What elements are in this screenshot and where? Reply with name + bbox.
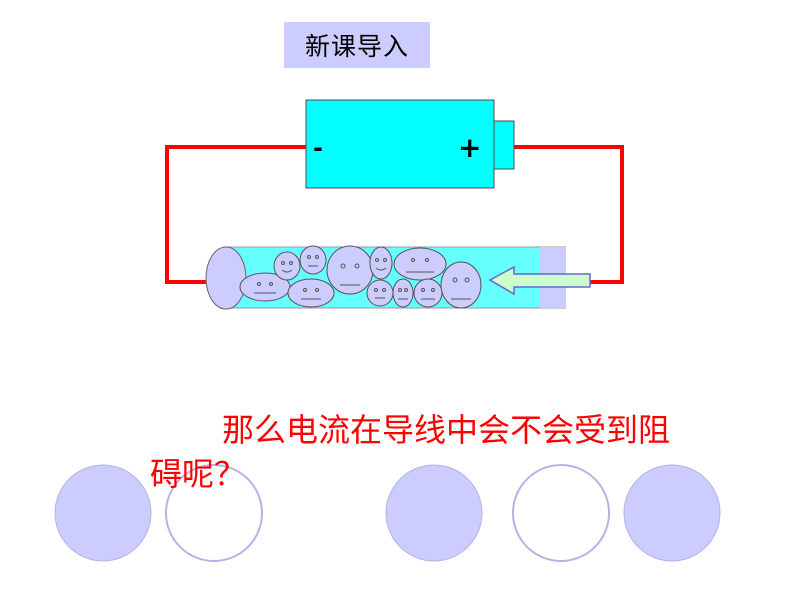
particle-face-icon <box>326 245 374 295</box>
particle-face-icon <box>239 272 291 302</box>
page-title-text: 新课导入 <box>304 32 409 61</box>
current-arrow-icon <box>488 265 591 296</box>
battery-positive-label: + <box>458 131 481 164</box>
wire-left <box>165 145 306 284</box>
page-title: 新课导入 <box>284 22 430 68</box>
particle-face-icon <box>299 245 327 275</box>
particle-face-icon <box>273 251 301 281</box>
battery-icon: - + <box>305 99 515 189</box>
battery-negative-label: - <box>313 134 323 162</box>
question-text: 那么电流在导线中会不会受到阻碍呢？ <box>150 411 671 493</box>
particle-face-icon <box>393 247 447 281</box>
particles <box>239 245 482 309</box>
particle-face-icon <box>392 278 414 308</box>
battery-body <box>305 99 495 189</box>
battery-terminal <box>493 120 515 170</box>
particle-face-icon <box>287 278 335 308</box>
conductor-left-cap <box>205 246 247 310</box>
particle-face-icon <box>440 261 482 309</box>
particle-face-icon <box>413 278 443 308</box>
wire-right <box>514 145 624 284</box>
particle-face-icon <box>366 279 394 307</box>
particle-face-icon <box>369 246 393 280</box>
